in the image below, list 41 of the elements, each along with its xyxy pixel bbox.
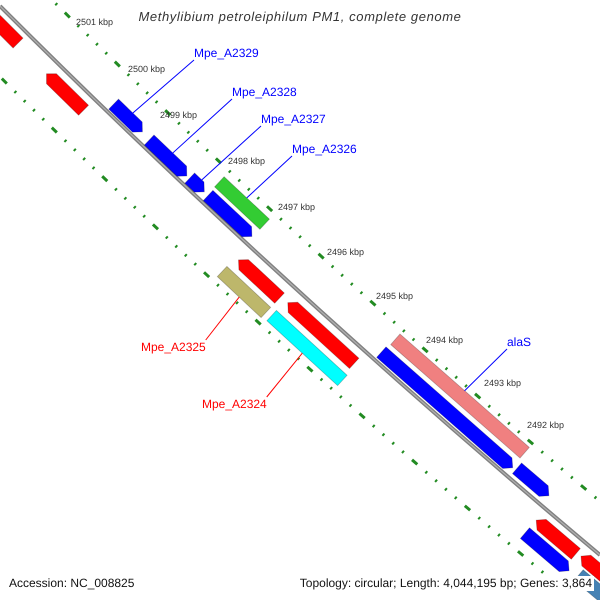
gene-feature xyxy=(184,172,205,192)
gene-feature xyxy=(46,73,90,116)
gene-feature xyxy=(536,518,581,560)
scale-label: 2501 kbp xyxy=(76,17,114,28)
gene-feature xyxy=(520,527,570,572)
gene-feature xyxy=(0,13,24,49)
leader-line xyxy=(172,98,232,154)
gene-label: alaS xyxy=(507,335,532,349)
scale-label: 2500 kbp xyxy=(128,64,166,75)
scale-label: 2499 kbp xyxy=(160,110,198,121)
scale-label: 2493 kbp xyxy=(484,378,522,389)
scale-label: 2492 kbp xyxy=(527,420,564,431)
gene-feature xyxy=(238,259,285,304)
gene-feature xyxy=(512,462,550,497)
gene-feature xyxy=(287,302,360,370)
leader-line xyxy=(205,296,240,340)
gene-label: Mpe_A2326 xyxy=(292,142,357,156)
leader-line xyxy=(132,60,194,114)
gene-feature xyxy=(108,98,143,132)
scale-label: 2498 kbp xyxy=(228,156,266,167)
accession-text: Accession: NC_008825 xyxy=(7,576,136,591)
leader-line xyxy=(266,352,303,398)
gene-feature xyxy=(214,176,270,230)
diagram-title: Methylibium petroleiphilum PM1, complete genome xyxy=(138,9,462,24)
leader-line xyxy=(246,156,292,198)
gene-feature xyxy=(202,190,252,238)
scale-label: 2495 kbp xyxy=(376,291,414,302)
scale-label: 2496 kbp xyxy=(327,247,364,258)
scale-label: 2497 kbp xyxy=(278,202,316,213)
genome-summary-text: Topology: circular; Length: 4,044,195 bp; Genes: 3,864 xyxy=(298,576,594,591)
gene-label: Mpe_A2325 xyxy=(141,340,206,354)
gene-label: Mpe_A2329 xyxy=(194,46,259,60)
gene-feature xyxy=(144,134,188,177)
gene-label: Mpe_A2324 xyxy=(202,397,267,411)
gene-feature xyxy=(216,266,272,318)
gene-label: Mpe_A2328 xyxy=(232,85,297,99)
scale-label: 2494 kbp xyxy=(426,335,464,346)
gene-label: Mpe_A2327 xyxy=(261,112,326,126)
leader-line xyxy=(464,348,508,392)
gene-feature xyxy=(266,310,348,386)
leader-line xyxy=(201,126,262,180)
